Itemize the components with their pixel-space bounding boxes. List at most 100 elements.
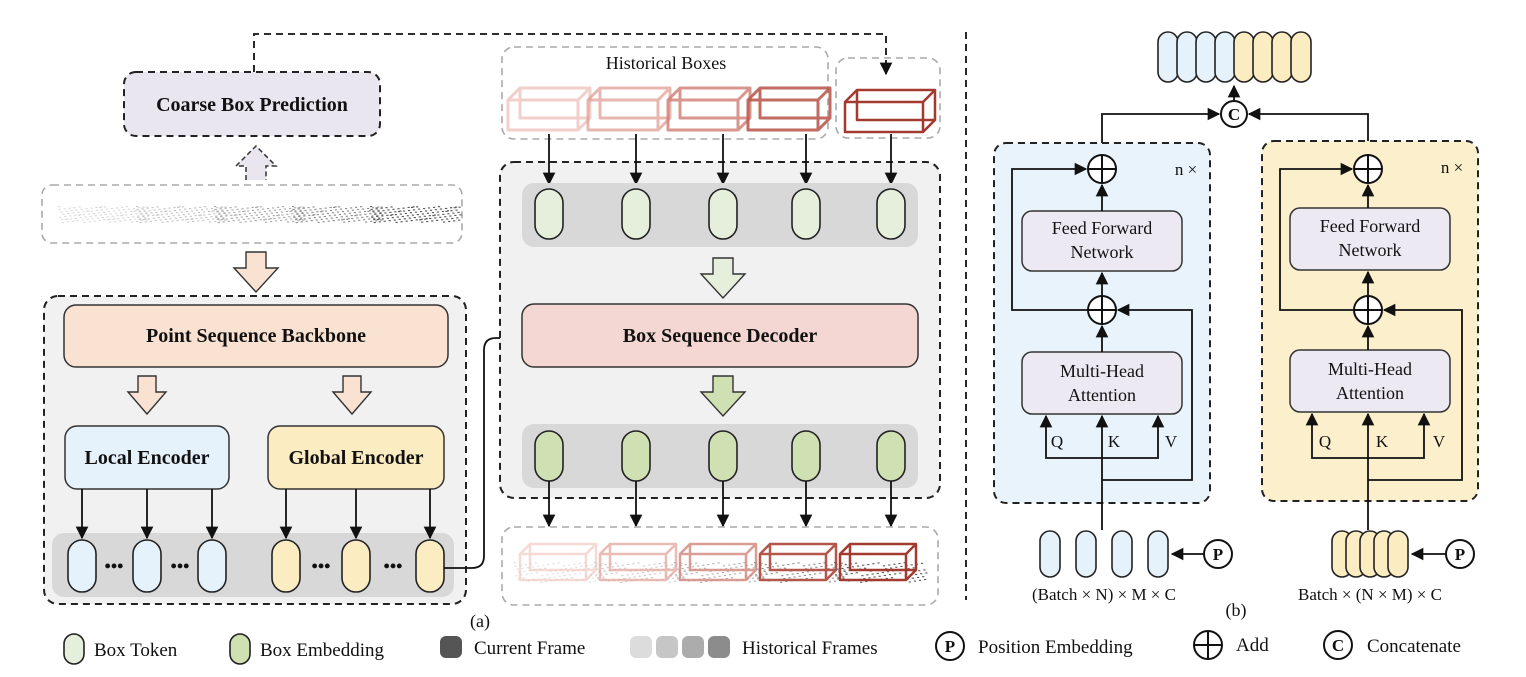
legend-current-frame: Current Frame <box>440 636 585 659</box>
svg-text:Feed Forward: Feed Forward <box>1052 218 1152 238</box>
svg-text:Multi-Head: Multi-Head <box>1060 361 1144 381</box>
output-box <box>678 542 758 582</box>
svg-text:K: K <box>1376 432 1389 451</box>
box-output-arrows <box>542 481 898 528</box>
mha-right: Multi-Head Attention <box>1289 349 1451 413</box>
feedback-dashed-arrow <box>253 33 893 76</box>
output-token <box>1233 31 1255 83</box>
point-cloud-frame <box>292 206 384 224</box>
point-cloud-frame <box>214 206 306 224</box>
point-sequence-backbone: Point Sequence Backbone <box>63 304 449 368</box>
point-cloud-frame <box>370 206 462 224</box>
output-token <box>1290 31 1312 83</box>
up-dashed-arrow <box>234 144 278 180</box>
point-cloud-frame <box>136 206 228 224</box>
add-node-top-left <box>1087 154 1117 184</box>
svg-text:Concatenate: Concatenate <box>1367 636 1461 657</box>
right-shape-label: Batch × (N × M) × C <box>1298 585 1442 604</box>
svg-text:Coarse Box Prediction: Coarse Box Prediction <box>156 94 348 116</box>
svg-text:Add: Add <box>1236 635 1269 656</box>
svg-text:Box Token: Box Token <box>94 640 178 661</box>
svg-text:P: P <box>1213 545 1223 564</box>
svg-text:Historical Frames: Historical Frames <box>742 638 878 659</box>
svg-text:n ×: n × <box>1175 160 1197 179</box>
output-token <box>1214 31 1236 83</box>
svg-text:Historical Boxes: Historical Boxes <box>606 53 726 73</box>
svg-text:Position Embedding: Position Embedding <box>978 637 1133 658</box>
right-input-tokens <box>1331 530 1409 578</box>
historical-boxes-group: Historical Boxes <box>501 46 832 140</box>
svg-text:Box Sequence Decoder: Box Sequence Decoder <box>623 325 818 347</box>
svg-text:•••: ••• <box>384 556 403 576</box>
svg-text:Feed Forward: Feed Forward <box>1320 216 1420 236</box>
svg-text:•••: ••• <box>171 556 190 576</box>
svg-text:Network: Network <box>1339 240 1402 260</box>
box-embedding <box>534 430 564 482</box>
box-token <box>876 188 906 240</box>
encoder-output-arrows <box>75 489 437 540</box>
svg-text:Current Frame: Current Frame <box>474 638 585 659</box>
box-token <box>791 188 821 240</box>
box-sequence-decoder: Box Sequence Decoder <box>521 303 919 368</box>
concat-node: C <box>1220 100 1248 128</box>
output-box <box>518 542 598 582</box>
spatial-block-right: n × Feed Forward Network Multi-Head Atte… <box>1261 140 1479 530</box>
legend: Box Token Box Embedding Current Frame Hi… <box>63 630 1461 665</box>
svg-text:n ×: n × <box>1441 158 1463 177</box>
left-input-tokens <box>1039 530 1169 578</box>
svg-text:Attention: Attention <box>1068 385 1136 405</box>
ffn-left: Feed Forward Network <box>1021 210 1183 272</box>
output-token <box>1195 31 1217 83</box>
box-embedding <box>708 430 738 482</box>
ffn-right: Feed Forward Network <box>1289 207 1451 271</box>
legend-historical-frames: Historical Frames <box>630 636 878 659</box>
arrow-from-decoder <box>699 375 747 418</box>
arrow-to-local <box>126 375 168 416</box>
historical-box <box>666 86 752 132</box>
box-embeddings <box>534 430 906 482</box>
svg-text:V: V <box>1433 432 1446 451</box>
output-token-row <box>1157 31 1312 83</box>
box-input-arrows <box>542 134 898 186</box>
svg-text:Global Encoder: Global Encoder <box>288 447 423 469</box>
output-box <box>838 542 918 582</box>
encoder-to-decoder-arrow <box>444 331 523 569</box>
svg-text:Box Embedding: Box Embedding <box>260 640 385 661</box>
output-token <box>1157 31 1179 83</box>
svg-text:K: K <box>1108 432 1121 451</box>
caption-b: (b) <box>1226 600 1247 621</box>
historical-box <box>586 86 672 132</box>
arrow-to-decoder <box>699 257 747 300</box>
temporal-block-left: n × Feed Forward Network Multi-Head Atte… <box>993 142 1211 530</box>
output-scene <box>501 526 939 606</box>
box-token <box>621 188 651 240</box>
legend-box-token: Box Token <box>63 633 178 665</box>
svg-text:Network: Network <box>1071 242 1134 262</box>
down-arrow-backbone <box>232 251 280 294</box>
legend-concatenate: C Concatenate <box>1323 630 1461 660</box>
caption-a: (a) <box>470 611 490 632</box>
box-token <box>534 188 564 240</box>
global-tokens <box>271 539 445 593</box>
historical-box <box>746 86 832 132</box>
mha-left: Multi-Head Attention <box>1021 351 1183 415</box>
box-tokens <box>534 188 906 240</box>
token-ellipses: ••• ••• ••• ••• <box>105 556 403 576</box>
output-token <box>1252 31 1274 83</box>
box-embedding <box>876 430 906 482</box>
svg-text:V: V <box>1165 432 1178 451</box>
historical-box <box>506 86 592 132</box>
local-encoder: Local Encoder <box>64 425 230 490</box>
svg-text:Local Encoder: Local Encoder <box>85 447 210 469</box>
concat-left-input <box>1101 107 1221 155</box>
local-tokens <box>67 539 227 593</box>
svg-text:Q: Q <box>1319 432 1331 451</box>
output-token <box>1176 31 1198 83</box>
output-box <box>758 542 838 582</box>
svg-text:Point Sequence Backbone: Point Sequence Backbone <box>146 325 366 347</box>
svg-text:P: P <box>945 637 955 656</box>
global-encoder: Global Encoder <box>267 425 445 490</box>
svg-text:Q: Q <box>1051 432 1063 451</box>
legend-add: Add <box>1193 630 1269 660</box>
box-token <box>708 188 738 240</box>
